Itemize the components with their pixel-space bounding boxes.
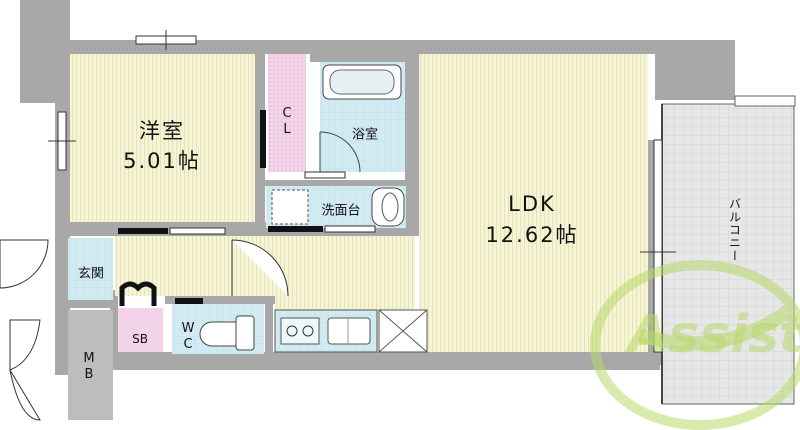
western-room-name: 洋室 bbox=[139, 119, 185, 143]
western-room-door bbox=[118, 228, 168, 234]
shoebox-label: SB bbox=[132, 332, 148, 346]
western-room-area: 5.01帖 bbox=[123, 149, 201, 173]
watermark-text: Assist bbox=[628, 305, 800, 365]
assist-logo bbox=[590, 260, 800, 430]
shoebox-area bbox=[118, 308, 163, 352]
entrance-door-swing bbox=[0, 239, 49, 289]
washing-machine-space bbox=[271, 189, 309, 225]
bath-door-swing bbox=[319, 131, 361, 173]
meterbox-door-swing bbox=[9, 319, 41, 421]
window-balcony bbox=[640, 139, 676, 353]
toilet-door bbox=[175, 298, 203, 304]
bath-label: 浴室 bbox=[351, 127, 379, 143]
balcony-floor bbox=[661, 103, 795, 405]
ldk-room-name: LDK bbox=[508, 192, 556, 216]
kitchen-counter bbox=[274, 309, 428, 353]
washroom-label: 洗面台 bbox=[321, 203, 361, 219]
western-room-floor bbox=[70, 54, 255, 222]
entrance-label: 玄関 bbox=[77, 266, 105, 282]
hall-door-swing bbox=[231, 239, 289, 297]
closet-door bbox=[260, 110, 266, 168]
entrance-floor bbox=[68, 238, 113, 300]
ldk-room-area: 12.62帖 bbox=[485, 223, 579, 247]
balcony-label: バルコニー bbox=[727, 197, 742, 263]
window-left bbox=[48, 111, 76, 171]
closet-floor bbox=[268, 54, 306, 172]
meterbox-area bbox=[68, 310, 113, 420]
washroom-door bbox=[268, 226, 323, 232]
shoebox-doors bbox=[119, 281, 157, 306]
window-top bbox=[135, 30, 197, 50]
